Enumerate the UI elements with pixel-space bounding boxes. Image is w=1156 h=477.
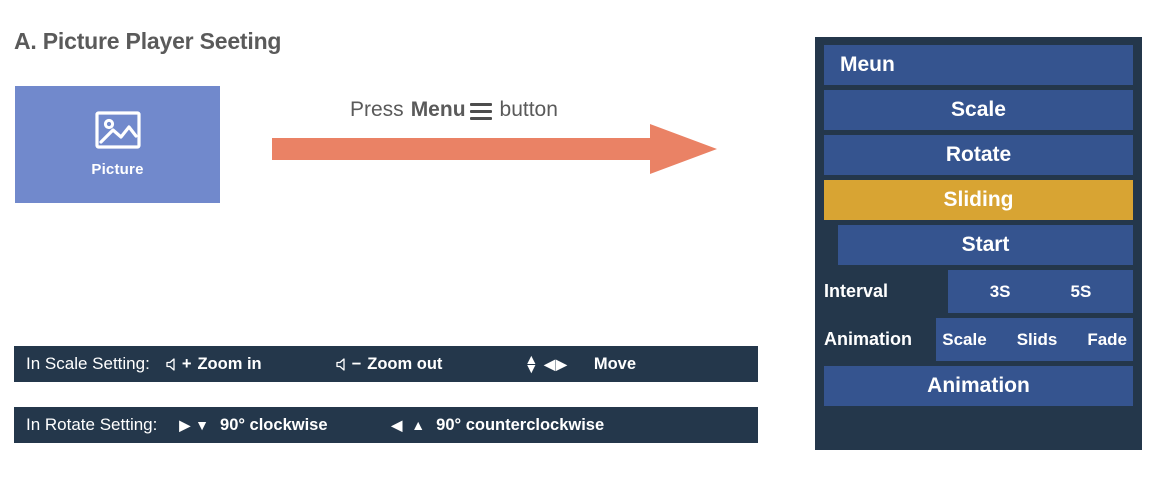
scale-hint-lead: In Scale Setting: <box>26 354 150 373</box>
menu-item-sliding[interactable]: Sliding <box>824 180 1133 220</box>
arrow-left-glyph: ◀ <box>544 355 557 372</box>
menu-item-start-label: Start <box>961 233 1010 256</box>
hint-clockwise: ▶ ▼ 90° clockwise <box>179 416 327 435</box>
hint-zoom-out: − Zoom out <box>335 354 443 374</box>
animation-option-slids[interactable]: Slids <box>1016 329 1058 349</box>
hint-zoom-in: + Zoom in <box>166 355 262 374</box>
interval-option-3s[interactable]: 3S <box>989 281 1011 301</box>
arrow-right-glyph: ▶ <box>556 355 568 372</box>
menu-item-start[interactable]: Start <box>838 225 1133 265</box>
animation-choices: Scale Slids Fade <box>936 318 1133 361</box>
zoom-out-symbol: − <box>351 354 362 373</box>
scale-setting-hint-bar: In Scale Setting: + Zoom in − Zoom out ▲… <box>14 346 758 382</box>
counterclockwise-label: 90° counterclockwise <box>436 415 605 434</box>
menu-item-scale[interactable]: Scale <box>824 90 1133 130</box>
menu-item-meun[interactable]: Meun <box>824 45 1133 85</box>
picture-tile-label: Picture <box>91 161 144 178</box>
menu-item-scale-label: Scale <box>951 98 1006 121</box>
arrow-right-icon: ▶ <box>179 416 192 433</box>
instruction-menu-word: Menu <box>410 98 466 121</box>
volume-down-icon: − <box>335 354 362 374</box>
move-label: Move <box>593 354 637 373</box>
hamburger-menu-icon <box>469 102 492 120</box>
clockwise-label: 90° clockwise <box>220 415 328 434</box>
zoom-in-symbol: + <box>181 354 192 373</box>
menu-item-animation-label: Animation <box>927 374 1030 397</box>
interval-option-5s[interactable]: 5S <box>1070 281 1092 301</box>
menu-item-rotate[interactable]: Rotate <box>824 135 1133 175</box>
leftright-arrows-icon: ◀ ▶ <box>544 356 568 373</box>
instruction-suffix: button <box>499 98 558 121</box>
picture-player-menu-panel: Meun Scale Rotate Sliding Start Interval… <box>815 37 1142 450</box>
updown-arrows-icon: ▲ ▼ <box>524 351 539 376</box>
picture-tile[interactable]: Picture <box>15 86 220 203</box>
animation-setting-row: Animation Scale Slids Fade <box>824 318 1133 361</box>
menu-item-meun-label: Meun <box>840 53 895 76</box>
menu-item-animation[interactable]: Animation <box>824 366 1133 406</box>
rotate-setting-hint-bar: In Rotate Setting: ▶ ▼ 90° clockwise ◀ ▲… <box>14 407 758 443</box>
hint-counterclockwise: ◀ ▲ 90° counterclockwise <box>392 416 605 435</box>
arrow-up-icon: ▲ <box>411 417 427 433</box>
menu-item-sliding-label: Sliding <box>943 188 1014 211</box>
menu-item-rotate-label: Rotate <box>945 143 1012 166</box>
instruction-prefix: Press <box>350 98 404 121</box>
page-title: A. Picture Player Seeting <box>14 28 282 54</box>
hint-move: ▲ ▼ ◀ ▶ Move <box>524 351 637 376</box>
zoom-in-label: Zoom in <box>197 354 262 373</box>
press-menu-instruction: Press Menu button <box>350 98 558 122</box>
arrow-up-glyph: ▲ <box>524 351 539 368</box>
arrow-down-glyph: ▼ <box>524 360 539 376</box>
image-icon <box>94 111 141 149</box>
volume-up-icon: + <box>166 354 192 374</box>
right-arrow-icon <box>272 124 717 174</box>
rotate-hint-lead: In Rotate Setting: <box>26 415 158 434</box>
animation-label: Animation <box>824 329 912 349</box>
zoom-out-label: Zoom out <box>367 354 443 373</box>
arrow-left-icon: ◀ <box>391 416 404 433</box>
animation-option-scale[interactable]: Scale <box>942 329 987 349</box>
interval-setting-row: Interval 3S 5S <box>824 270 1133 313</box>
arrow-down-icon: ▼ <box>195 417 211 433</box>
interval-choices: 3S 5S <box>948 270 1133 313</box>
animation-option-fade[interactable]: Fade <box>1087 329 1127 349</box>
interval-label: Interval <box>824 281 889 301</box>
